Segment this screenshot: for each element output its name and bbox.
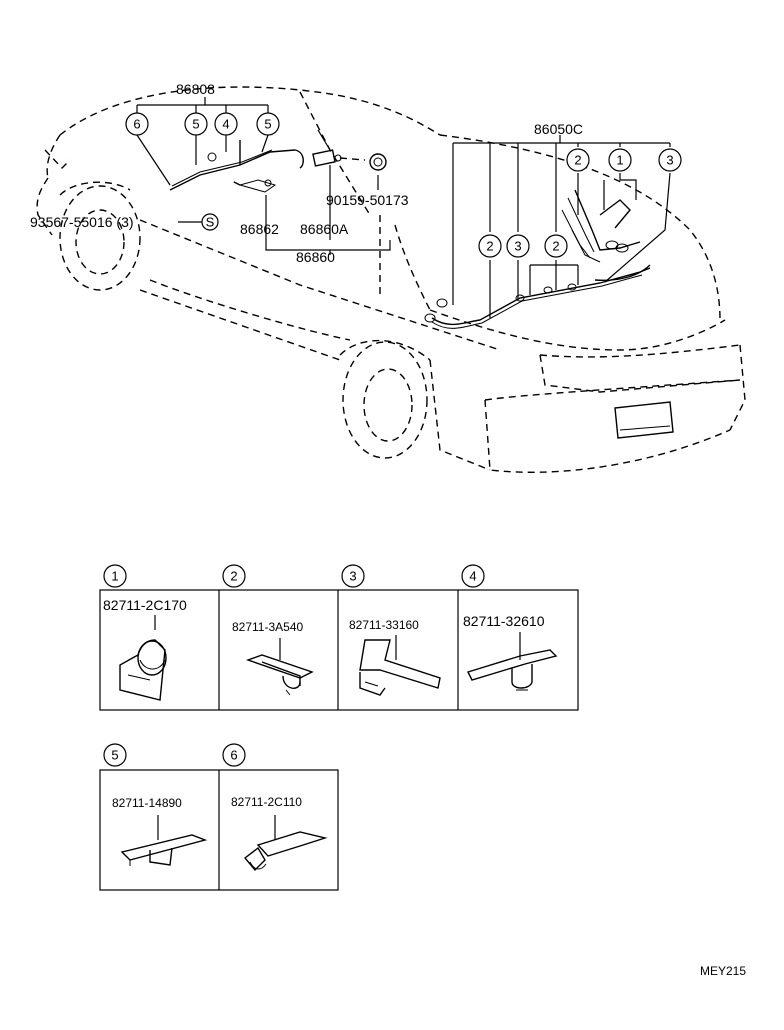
box-4-number: 4 bbox=[469, 569, 476, 584]
box-5-part: 82711-14890 bbox=[112, 796, 182, 810]
box-6-number: 6 bbox=[230, 748, 237, 763]
label-90159-50173: 90159-50173 bbox=[326, 192, 409, 208]
clip-5-drawing bbox=[120, 815, 208, 866]
box-2-part: 82711-3A540 bbox=[232, 620, 304, 634]
callout-5b: 5 bbox=[264, 117, 271, 132]
clip-2-drawing bbox=[245, 638, 314, 696]
car-outline bbox=[36, 86, 746, 473]
detail-row-2: 5 6 82711-14890 82711-2C110 bbox=[99, 743, 339, 891]
main-callouts: 6 5 4 5 2 1 3 2 3 2 bbox=[125, 112, 682, 258]
leaders-86050c bbox=[452, 135, 671, 318]
callout-6: 6 bbox=[133, 117, 140, 132]
box-4-part: 82711-32610 bbox=[463, 613, 545, 629]
box-3-number: 3 bbox=[349, 569, 356, 584]
clip-3-drawing bbox=[359, 635, 441, 696]
callout-5: 5 bbox=[192, 117, 199, 132]
callout-2a: 2 bbox=[574, 153, 581, 168]
callout-3a: 3 bbox=[666, 153, 673, 168]
detail-row-1: 1 2 3 4 82711-2C170 82711-3A540 82711-33… bbox=[99, 564, 579, 711]
leaders-86808 bbox=[136, 97, 391, 255]
clip-4-drawing bbox=[467, 632, 558, 691]
label-86860a: 86860A bbox=[300, 221, 349, 237]
callout-2c: 2 bbox=[552, 239, 559, 254]
label-93567-55016: 93567-55016 (3) bbox=[30, 214, 134, 230]
box-1-number: 1 bbox=[111, 569, 118, 584]
callout-1: 1 bbox=[616, 153, 623, 168]
box-6-part: 82711-2C110 bbox=[231, 795, 302, 809]
harness-86808: S bbox=[169, 140, 387, 231]
callout-2b: 2 bbox=[486, 239, 493, 254]
symbol-s-label: S bbox=[206, 215, 215, 230]
box-2-number: 2 bbox=[230, 569, 237, 584]
box-3-part: 82711-33160 bbox=[349, 618, 419, 632]
clip-6-drawing bbox=[243, 815, 328, 872]
detail-frame-row1 bbox=[99, 589, 579, 711]
label-86862: 86862 bbox=[240, 221, 279, 237]
box-5-number: 5 bbox=[111, 748, 118, 763]
box-1-part: 82711-2C170 bbox=[103, 597, 187, 613]
label-86808: 86808 bbox=[176, 81, 215, 97]
diagram-code: MEY215 bbox=[700, 964, 746, 978]
callout-4: 4 bbox=[222, 117, 229, 132]
callout-3b: 3 bbox=[514, 239, 521, 254]
part-labels: 86808 86050C 90159-50173 93567-55016 (3)… bbox=[30, 81, 583, 265]
label-86860: 86860 bbox=[296, 249, 335, 265]
label-86050c: 86050C bbox=[534, 121, 583, 137]
clip-1-drawing bbox=[119, 615, 167, 701]
harness-86050c bbox=[424, 189, 651, 329]
